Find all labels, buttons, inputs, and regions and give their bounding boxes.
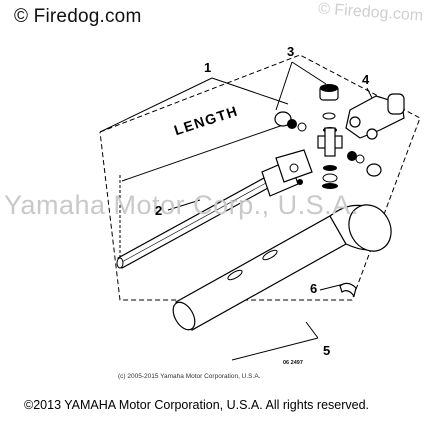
callout-3-leader-left bbox=[275, 61, 293, 111]
watermark-center: Yamaha Motor Corp., U.S.A. bbox=[4, 190, 359, 220]
callout-2: 2 bbox=[155, 203, 163, 218]
shaft-cover-boot bbox=[172, 204, 392, 331]
footer-copyright: ©2013 YAMAHA Motor Corporation, U.S.A. A… bbox=[24, 398, 370, 412]
watermark-top-left: © Firedog.com bbox=[14, 6, 142, 27]
callout-3-leader-right bbox=[291, 61, 327, 85]
callout-6: 6 bbox=[310, 281, 318, 296]
callout-4: 4 bbox=[362, 72, 370, 87]
length-dimension-line bbox=[121, 123, 287, 182]
callout-3: 3 bbox=[287, 44, 295, 59]
steering-shaft bbox=[116, 149, 313, 269]
callout-5-leader bbox=[305, 321, 319, 339]
callout-5: 5 bbox=[323, 343, 331, 358]
callout-1-leader bbox=[99, 77, 213, 133]
callout-1: 1 bbox=[204, 60, 212, 75]
drawing-copyright: (c) 2005-2015 Yamaha Motor Corporation, … bbox=[118, 373, 261, 380]
steering-yoke bbox=[345, 87, 405, 140]
callout-1-leader-right bbox=[211, 77, 289, 105]
universal-joint-kit bbox=[274, 84, 382, 189]
retaining-clip bbox=[319, 282, 357, 298]
callout-2-leader bbox=[167, 199, 201, 211]
drawing-reference-code: 06 2497 bbox=[283, 360, 303, 366]
assembly-boundary bbox=[99, 54, 421, 301]
callout-5-leader-lower bbox=[231, 337, 319, 361]
